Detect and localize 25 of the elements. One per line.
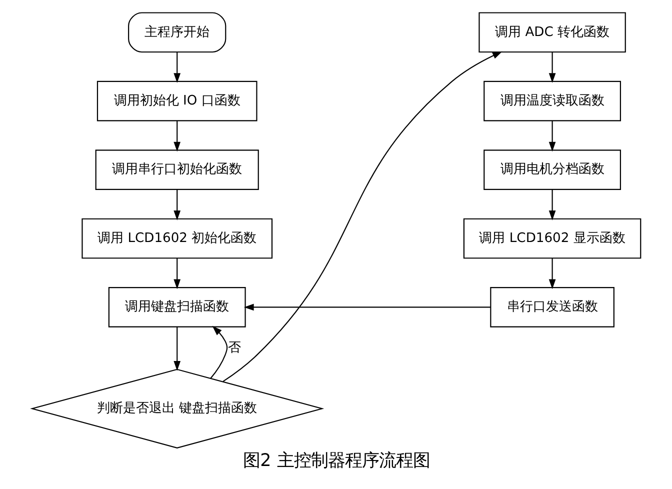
arrow [173,52,180,83]
node-box: 调用 LCD1602 初始化函数 [81,218,272,259]
node-box: 调用键盘扫描函数 [108,287,246,328]
node-box: 调用 LCD1602 显示函数 [462,218,641,259]
node-box: 串行口发送函数 [490,287,614,328]
arrow [243,304,490,311]
node-box: 调用电机分档函数 [483,150,620,190]
node-diamond: 判断是否退出 键盘扫描函数 [30,368,324,448]
node-box: 调用 ADC 转化函数 [478,12,626,53]
arrow [548,121,556,152]
node-box: 调用温度读取函数 [483,80,620,122]
arrow [548,52,556,83]
arrow [548,258,556,290]
arrow [173,121,180,152]
node-box: 调用串行口初始化函数 [94,150,258,190]
arrow [173,258,180,290]
caption: 图2 主控制器程序流程图 [242,451,430,472]
arrow [173,326,180,371]
arrow [210,326,228,379]
node-box: 主程序开始 [128,12,226,53]
arrow [548,190,556,220]
edge-label: 否 [227,340,240,356]
arrow [222,51,502,382]
node-box: 调用初始化 IO 口函数 [96,80,257,122]
arrow [173,190,180,220]
